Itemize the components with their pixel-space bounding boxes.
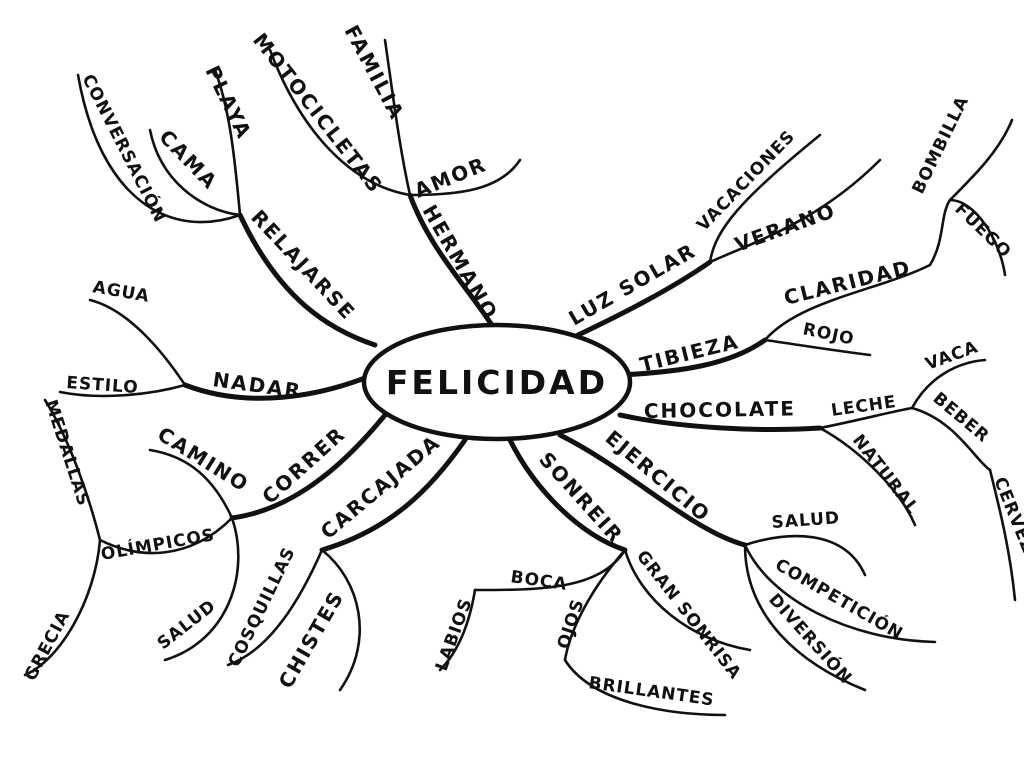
label-salud-left: SALUD — [154, 596, 220, 654]
branch-fuego-stem — [928, 198, 952, 267]
label-playa: PLAYA — [201, 62, 257, 144]
label-labios: LABIOS — [432, 595, 477, 673]
branch-cama — [148, 128, 242, 217]
branch-lines — [23, 38, 1017, 717]
branch-vacaciones — [708, 133, 822, 264]
branch-labios — [438, 588, 477, 672]
branch-relajarse — [237, 212, 378, 348]
label-medallas: MEDALLAS — [40, 397, 93, 509]
label-rojo: ROJO — [801, 319, 856, 349]
label-gran-sonrisa: GRAN SONRISA — [632, 547, 745, 684]
branch-gran-sonrisa — [623, 548, 752, 652]
label-ojos: OJOS — [554, 596, 589, 651]
label-cosquillas: COSQUILLAS — [225, 544, 300, 670]
branch-luz-solar — [575, 259, 713, 338]
branch-fuego — [948, 198, 1007, 277]
branch-vaca — [910, 358, 987, 410]
label-cama: CAMA — [154, 125, 222, 195]
branch-diversion — [743, 543, 867, 692]
branch-familia — [383, 38, 412, 197]
branch-verano — [708, 158, 882, 264]
label-leche: LECHE — [830, 392, 898, 421]
branch-grecia — [23, 538, 102, 677]
branch-cosquillas — [226, 548, 324, 667]
branch-camino — [148, 448, 234, 520]
label-cerveza: CERVEZA — [989, 474, 1024, 569]
label-chocolate: CHOCOLATE — [644, 396, 796, 423]
branch-medallas — [43, 398, 102, 542]
branch-carcajada — [319, 437, 468, 553]
label-bombilla: BOMBILLA — [909, 93, 974, 197]
branch-leche — [818, 406, 914, 430]
label-claridad: CLARIDAD — [781, 255, 913, 310]
branch-salud-left — [163, 516, 240, 662]
label-amor: AMOR — [411, 152, 490, 203]
branch-chocolate — [617, 412, 823, 432]
branch-claridad — [763, 263, 932, 342]
label-grecia: GRECIA — [21, 607, 75, 684]
label-olimpicos: OLÍMPICOS — [99, 523, 217, 565]
label-hermano: HERMANO — [418, 201, 503, 325]
branch-nadar — [182, 375, 368, 401]
label-conversacion: CONVERSACIÓN — [78, 70, 172, 226]
branch-natural — [818, 426, 917, 527]
branch-bombilla — [948, 118, 1014, 202]
branch-motocicletas — [268, 48, 412, 197]
branch-estilo — [58, 383, 187, 398]
label-fuego: FUEGO — [951, 199, 1016, 262]
label-brillantes: BRILLANTES — [587, 673, 715, 710]
branch-tibieza — [617, 337, 768, 378]
branch-hermano — [407, 192, 498, 333]
label-verano: VERANO — [732, 198, 840, 257]
branch-amor — [408, 158, 522, 197]
label-natural: NATURAL — [848, 431, 923, 519]
label-familia: FAMILIA — [340, 21, 410, 124]
branch-chistes — [320, 548, 361, 692]
branch-ejercicio — [557, 432, 748, 548]
branch-rojo — [763, 338, 872, 357]
branch-beber — [910, 406, 992, 472]
branch-brillantes — [563, 658, 727, 717]
branch-correr — [229, 412, 388, 521]
branch-olimpicos — [98, 516, 234, 555]
label-salud-right: SALUD — [771, 508, 841, 533]
branch-ojos — [563, 548, 627, 662]
branch-playa — [213, 68, 242, 217]
branch-conversacion — [76, 73, 242, 224]
branch-agua — [88, 298, 187, 387]
center-node: FELICIDAD — [361, 322, 633, 442]
branch-competicion — [743, 543, 937, 644]
label-camino: CAMINO — [153, 422, 253, 497]
branch-cerveza — [988, 468, 1017, 602]
label-ejercicio: EJERCICIO — [601, 425, 716, 527]
center-ellipse — [361, 322, 633, 442]
branch-sonreir — [507, 437, 628, 553]
label-chistes: CHISTES — [274, 586, 349, 692]
branch-salud-right — [743, 534, 867, 577]
center-label: FELICIDAD — [386, 363, 608, 402]
